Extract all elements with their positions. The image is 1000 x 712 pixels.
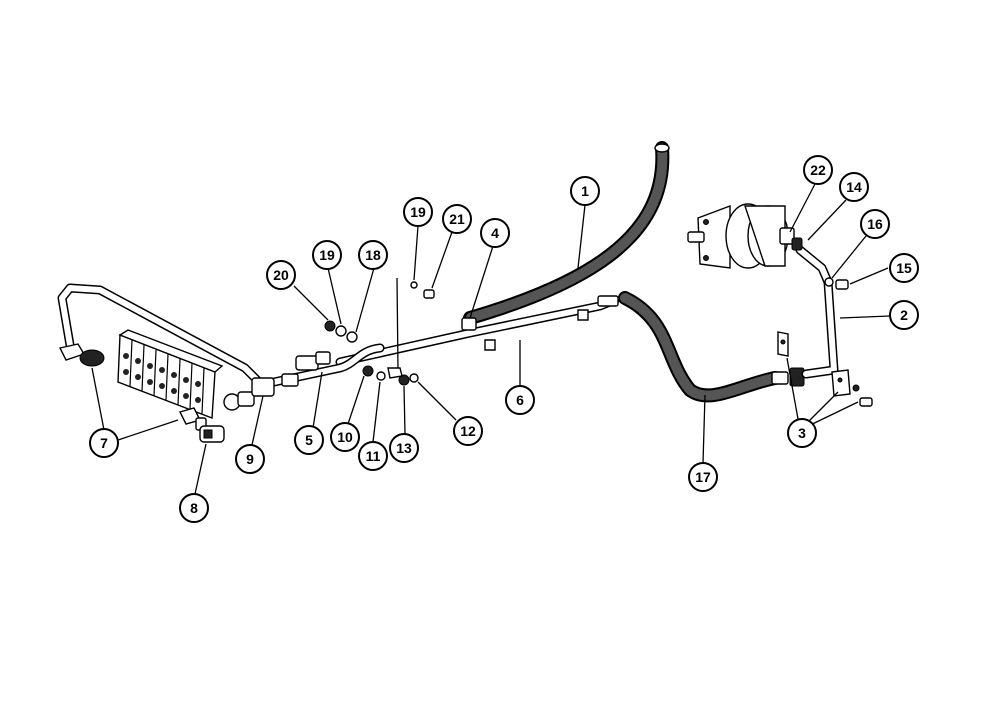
svg-text:2: 2 (900, 307, 908, 323)
svg-text:7: 7 (100, 435, 108, 451)
callout-15: 15 (889, 253, 919, 283)
callout-22: 22 (803, 155, 833, 185)
callout-16: 16 (860, 209, 890, 239)
hydraulic-motor (687, 203, 803, 269)
svg-text:18: 18 (365, 247, 381, 263)
svg-text:11: 11 (366, 448, 381, 464)
callout-7: 7 (89, 428, 119, 458)
control-valve-block (117, 329, 255, 419)
svg-text:6: 6 (516, 392, 524, 408)
fitting-9 (251, 377, 275, 397)
callout-2: 2 (889, 300, 919, 330)
svg-text:16: 16 (867, 216, 883, 232)
svg-text:21: 21 (449, 211, 465, 227)
callout-21: 21 (442, 204, 472, 234)
callout-12: 12 (453, 416, 483, 446)
svg-text:4: 4 (491, 225, 499, 241)
tube-6 (335, 295, 620, 367)
callout-11: 11 (358, 441, 388, 471)
callout-9: 9 (235, 444, 265, 474)
callout-4: 4 (480, 218, 510, 248)
callout-1: 1 (570, 176, 600, 206)
svg-text:20: 20 (273, 267, 289, 283)
svg-text:9: 9 (246, 451, 254, 467)
svg-text:5: 5 (305, 432, 313, 448)
hose-1 (463, 141, 670, 325)
hose-17 (618, 291, 805, 403)
return-tube (57, 283, 267, 390)
callout-10: 10 (330, 422, 360, 452)
svg-text:17: 17 (695, 469, 711, 485)
callout-20: 20 (266, 260, 296, 290)
svg-text:19: 19 (410, 204, 426, 220)
callout-3: 3 (787, 418, 817, 448)
leader-lines (91, 183, 891, 495)
svg-text:19: 19 (319, 247, 335, 263)
callout-19-lower: 19 (312, 240, 342, 270)
svg-text:14: 14 (846, 179, 862, 195)
fitting-8 (199, 425, 225, 443)
svg-text:15: 15 (896, 260, 912, 276)
callout-17: 17 (688, 462, 718, 492)
callout-19-upper: 19 (403, 197, 433, 227)
fitting-7 (58, 343, 207, 431)
svg-text:8: 8 (190, 500, 198, 516)
callout-5: 5 (294, 425, 324, 455)
hardware-small-parts (324, 277, 435, 386)
tube-2 (795, 245, 839, 379)
svg-text:1: 1 (581, 183, 589, 199)
svg-text:3: 3 (798, 425, 806, 441)
callout-14: 14 (839, 172, 869, 202)
svg-text:13: 13 (396, 440, 412, 456)
svg-text:22: 22 (810, 162, 826, 178)
callout-18: 18 (358, 240, 388, 270)
callout-13: 13 (389, 433, 419, 463)
svg-text:10: 10 (337, 429, 353, 445)
brackets-3 (777, 331, 873, 407)
tube-5 (255, 343, 385, 390)
svg-text:12: 12 (460, 423, 476, 439)
callout-6: 6 (505, 385, 535, 415)
callout-8: 8 (179, 493, 209, 523)
hardware-15-16 (824, 277, 849, 290)
